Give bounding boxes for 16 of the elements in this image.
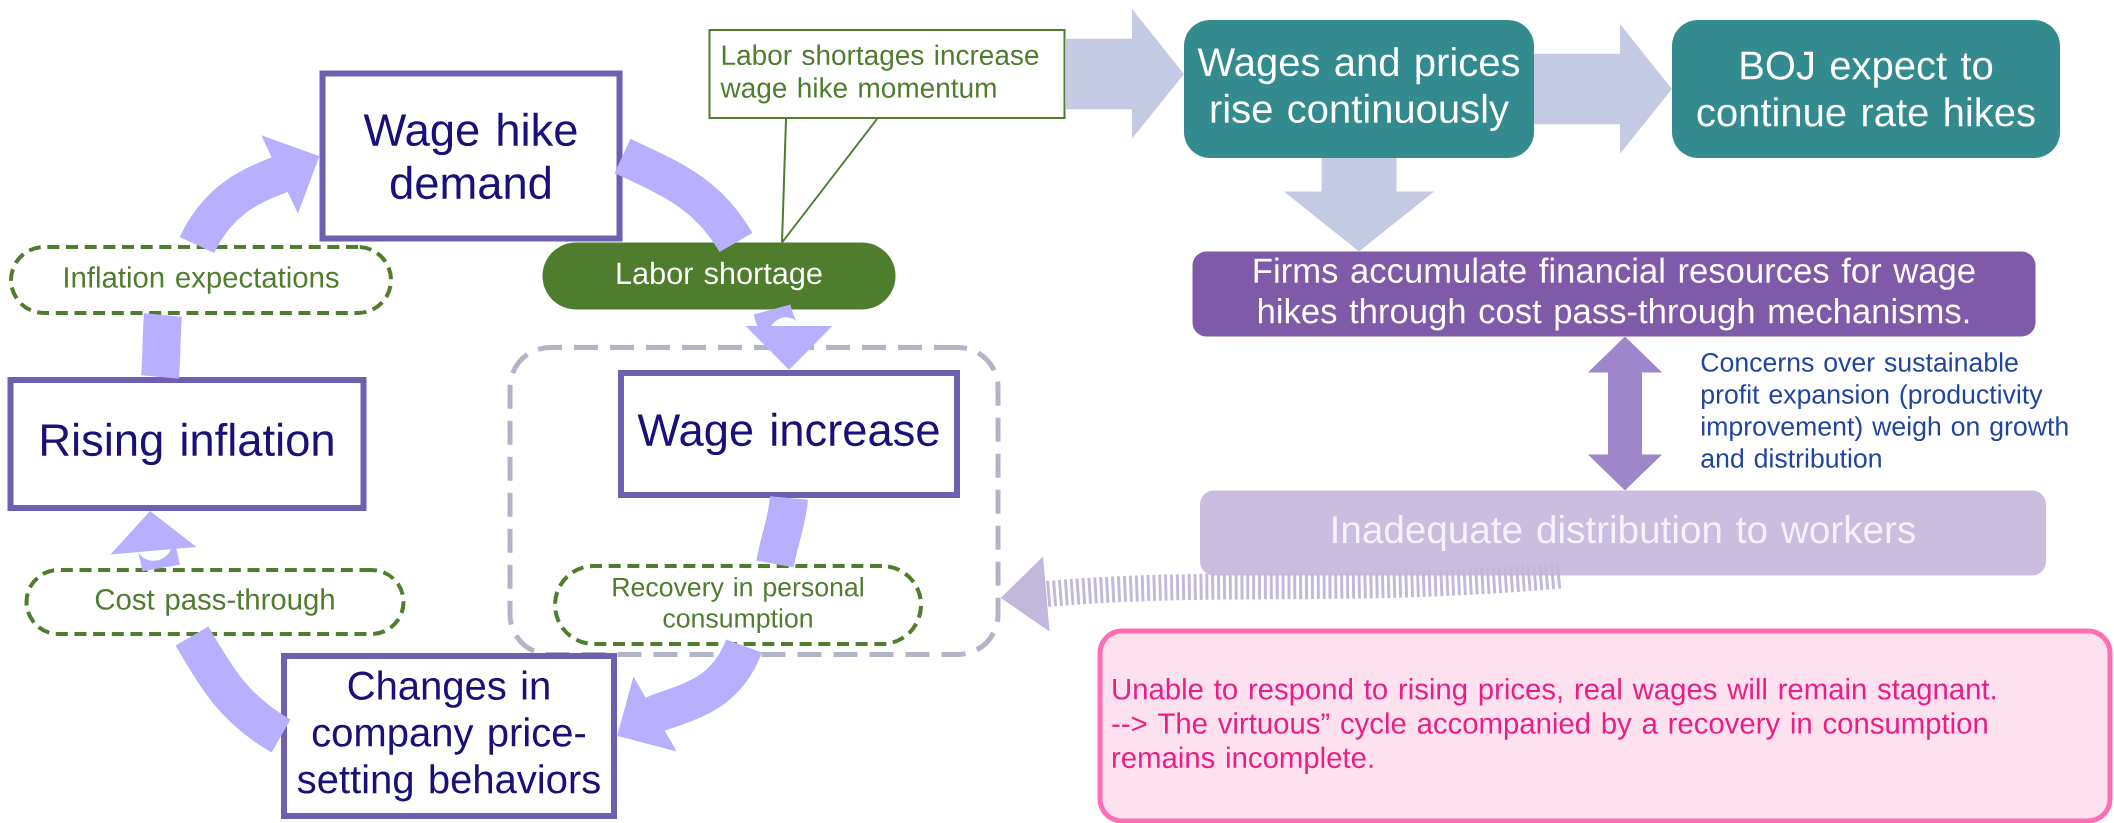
process-box: Rising inflation — [7, 377, 367, 511]
oval-label: Labor shortage — [542, 242, 896, 310]
edge-label: Concerns over sustainable profit expansion (productivity improvement) weigh on growth and distribution — [1701, 352, 2068, 468]
result-box: BOJ expect to continue rate hikes — [1672, 20, 2060, 158]
dashed-region — [507, 345, 1001, 657]
process-box: Wage increase — [618, 370, 960, 498]
oval-label: Recovery in personal consumption — [553, 564, 923, 646]
note-box: Unable to respond to rising prices, real wages will remain stagnant. --> The virtuous” cycle accompanied by a recovery in consumption remains incomplete. — [1097, 628, 2113, 823]
callout-box: Labor shortages increase wage hike momentum — [708, 29, 1066, 119]
callout-pointer — [781, 118, 878, 244]
process-box: Wage hike demand — [319, 70, 623, 242]
oval-label: Inflation expectations — [9, 245, 393, 315]
oval-label: Cost pass-through — [24, 568, 406, 636]
process-box: Firms accumulate financial resources for wage hikes through cost pass-through mechanisms. — [1192, 251, 2036, 337]
result-box: Wages and prices rise continuously — [1184, 20, 1534, 158]
process-box: Changes in company price-setting behaviors — [281, 653, 617, 819]
